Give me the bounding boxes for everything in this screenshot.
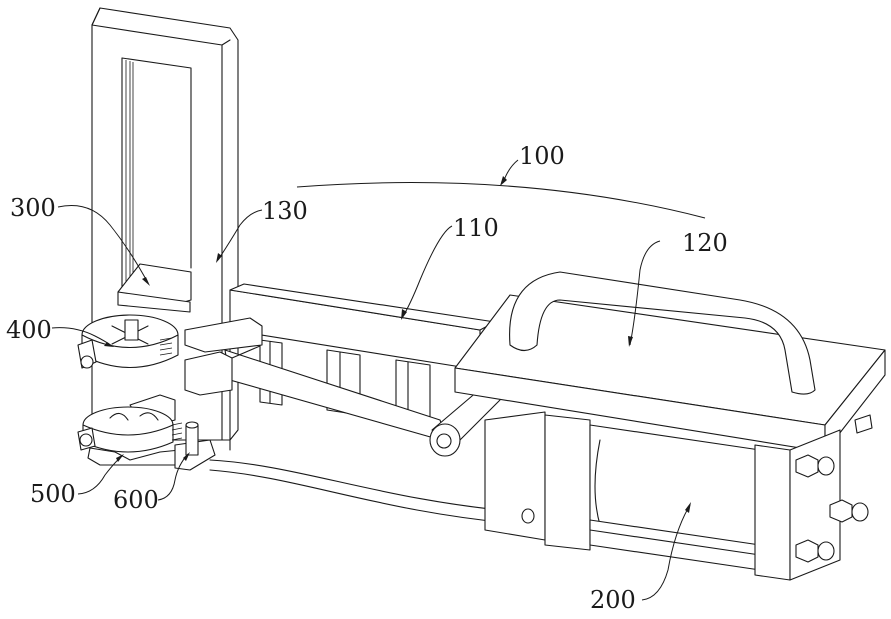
leader-120 — [629, 240, 661, 346]
leader-lines — [51, 159, 706, 601]
handle-plate-120 — [454, 271, 886, 453]
arrow-300 — [142, 277, 150, 286]
arrow-130 — [216, 253, 222, 263]
label-130: 130 — [262, 197, 308, 225]
leader-100-span — [296, 182, 706, 219]
label-110: 110 — [453, 214, 499, 242]
label-300: 300 — [10, 194, 56, 222]
arrow-600 — [183, 452, 190, 461]
leader-300 — [57, 205, 149, 284]
label-500: 500 — [30, 480, 76, 508]
arrow-110 — [401, 309, 407, 320]
label-600: 600 — [113, 486, 159, 514]
spring-post-600 — [171, 421, 216, 471]
leader-600 — [157, 453, 189, 501]
leader-130 — [217, 209, 263, 261]
leader-200 — [641, 504, 691, 601]
arrow-120 — [628, 336, 633, 347]
bolt — [795, 539, 835, 563]
cylinder-200 — [484, 411, 873, 581]
hose — [209, 459, 521, 525]
slider-block-300 — [117, 263, 192, 313]
lever-arm — [184, 339, 501, 457]
bolt — [829, 499, 869, 523]
bolt — [795, 454, 835, 478]
arrow-400 — [104, 342, 114, 347]
arrow-500 — [116, 454, 124, 462]
arrow-100 — [500, 176, 507, 186]
label-120: 120 — [682, 229, 728, 257]
label-200: 200 — [590, 586, 636, 614]
label-400: 400 — [6, 316, 52, 344]
lower-clamp-500 — [77, 394, 181, 466]
arrow-200 — [685, 502, 691, 513]
leader-110 — [401, 225, 453, 319]
label-100: 100 — [519, 142, 565, 170]
